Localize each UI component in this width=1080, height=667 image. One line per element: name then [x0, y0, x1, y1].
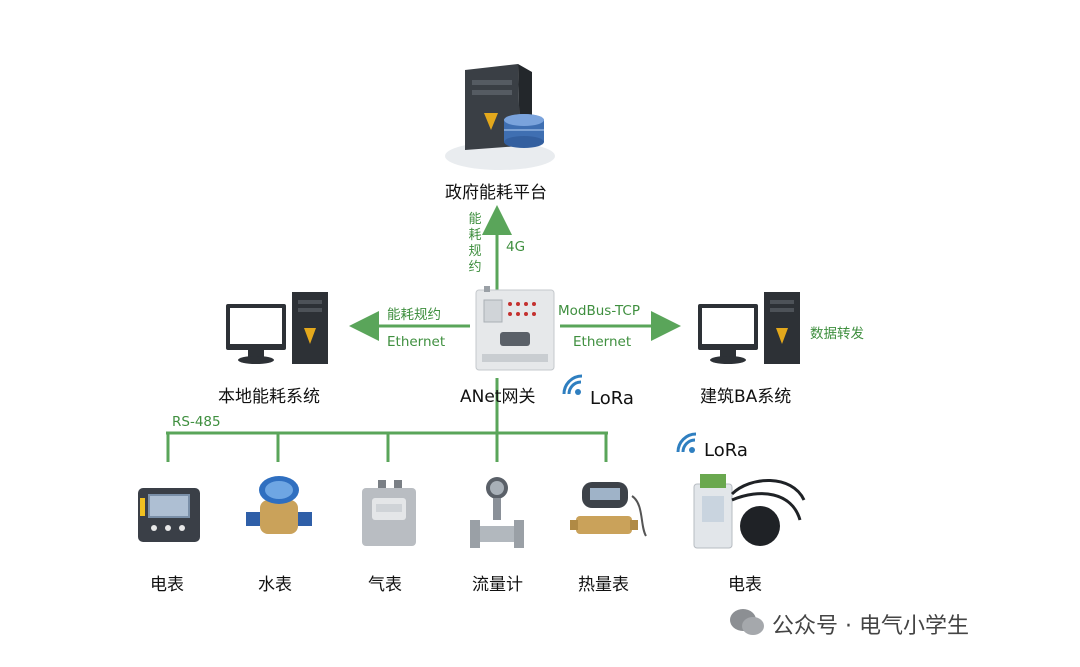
meter-label: 水表 [258, 575, 292, 595]
wireless-meter-label: 电表 [728, 575, 762, 595]
water-meter-icon [246, 476, 312, 534]
gateway-label: ANet网关 [460, 387, 536, 407]
wechat-icon [730, 609, 764, 635]
forward-note-label: 数据转发 [810, 326, 864, 342]
server-icon [445, 64, 555, 170]
wireless-lora-label: LoRa [704, 440, 748, 461]
wifi-icon [562, 374, 583, 395]
computer-icon [226, 292, 328, 364]
watermark: 公众号 · 电气小学生 [772, 614, 969, 639]
up-4g-label: 4G [506, 239, 526, 255]
gas-meter-icon [362, 480, 416, 546]
right-ethernet-label: Ethernet [573, 334, 632, 350]
wireless-electric-meter-icon [693, 474, 806, 549]
ba-system-label: 建筑BA系统 [700, 387, 792, 407]
local-system-label: 本地能耗系统 [218, 387, 320, 407]
meter-label: 热量表 [578, 575, 629, 595]
right-modbus-label: ModBus-TCP [558, 303, 640, 319]
up-protocol-label: 能耗规约 [468, 212, 482, 275]
left-protocol-label: 能耗规约 [387, 307, 441, 323]
gov-platform-label: 政府能耗平台 [445, 183, 547, 203]
gateway-lora-label: LoRa [590, 388, 634, 409]
meter-label: 流量计 [472, 575, 523, 595]
meter-label: 气表 [368, 575, 402, 595]
meter-label: 电表 [150, 575, 184, 595]
left-ethernet-label: Ethernet [387, 334, 446, 350]
flow-meter-icon [470, 477, 524, 548]
wifi-icon [676, 432, 697, 453]
electric-meter-icon [138, 488, 200, 542]
heat-meter-icon [570, 482, 647, 537]
computer-icon [698, 292, 800, 364]
gateway-icon [475, 286, 555, 371]
bus-label: RS-485 [172, 414, 221, 430]
